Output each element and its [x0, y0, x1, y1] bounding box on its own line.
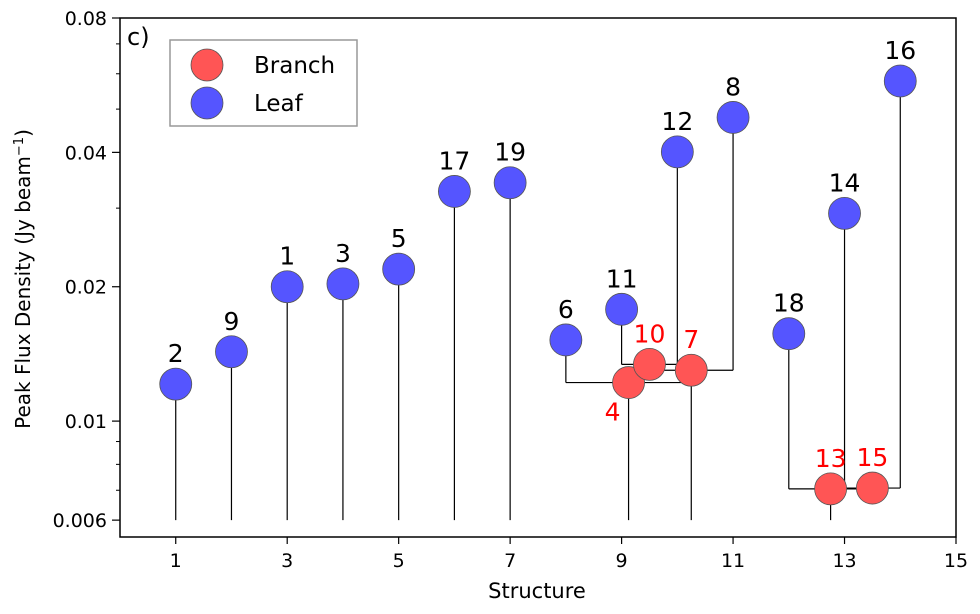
leaf-label-19: 19 [494, 138, 526, 167]
legend: Branch Leaf [169, 39, 358, 127]
x-tick-label-15: 15 [944, 550, 968, 572]
y-tick-label-0.01: 0.01 [65, 411, 107, 433]
branch-marker-7 [674, 353, 708, 387]
leaf-label-8: 8 [725, 72, 741, 101]
leaf-label-12: 12 [661, 107, 693, 136]
x-tick-label-13: 13 [832, 550, 856, 572]
leaf-marker-19 [493, 166, 527, 200]
leaf-marker-14 [828, 196, 861, 230]
leaf-marker-11 [605, 292, 638, 326]
branch-label-4: 4 [605, 398, 621, 427]
leaf-label-11: 11 [606, 264, 638, 293]
leaf-label-3: 3 [335, 239, 351, 268]
x-tick-label-7: 7 [504, 550, 516, 572]
legend-marker-leaf [190, 86, 224, 120]
branch-label-13: 13 [815, 444, 847, 473]
leaf-marker-18 [772, 317, 806, 351]
leaf-marker-3 [326, 267, 360, 301]
legend-label-leaf: Leaf [254, 91, 304, 117]
x-tick-label-5: 5 [393, 550, 405, 572]
branch-marker-13 [814, 472, 847, 506]
y-tick-label-0.006: 0.006 [53, 510, 107, 532]
branch-label-10: 10 [634, 319, 666, 348]
leaf-label-17: 17 [438, 146, 470, 175]
x-tick-label-9: 9 [616, 550, 628, 572]
branch-label-15: 15 [856, 443, 888, 472]
leaf-label-1: 1 [279, 242, 295, 271]
leaf-marker-9 [215, 335, 248, 369]
y-tick-label-0.04: 0.04 [65, 142, 107, 164]
leaf-label-16: 16 [884, 36, 916, 65]
y-axis-label: Peak Flux Density (Jy beam−1) [11, 129, 35, 429]
leaf-marker-5 [382, 252, 416, 286]
leaf-marker-2 [159, 367, 193, 401]
x-axis-label: Structure [488, 579, 586, 603]
y-tick-label-0.08: 0.08 [65, 8, 107, 30]
leaf-label-18: 18 [773, 289, 805, 318]
branch-marker-15 [856, 471, 889, 505]
leaf-marker-17 [437, 175, 471, 208]
leaf-label-5: 5 [391, 224, 407, 253]
y-axis: 0.006 0.01 0.02 0.04 0.08 [53, 8, 120, 532]
branch-marker-4 [612, 366, 645, 399]
plot-frame [119, 17, 957, 538]
leaf-marker-16 [883, 64, 917, 98]
markers [159, 64, 917, 506]
leaf-marker-8 [716, 101, 750, 134]
x-tick-label-11: 11 [721, 550, 745, 572]
legend-label-branch: Branch [254, 53, 335, 79]
leaf-label-2: 2 [168, 339, 184, 368]
branch-marker-10 [633, 347, 666, 381]
leaf-label-14: 14 [829, 168, 861, 197]
y-tick-label-0.02: 0.02 [65, 277, 107, 299]
panel-label: c) [127, 23, 150, 51]
leaf-marker-1 [270, 270, 304, 304]
plot-border [119, 17, 957, 538]
x-tick-label-3: 3 [281, 550, 293, 572]
branch-label-7: 7 [683, 325, 699, 354]
leaf-label-6: 6 [558, 295, 574, 324]
legend-marker-branch [190, 48, 224, 82]
leaf-label-9: 9 [224, 307, 240, 336]
leaf-marker-12 [660, 135, 694, 169]
x-tick-label-1: 1 [170, 550, 182, 572]
leaf-marker-6 [549, 323, 583, 357]
